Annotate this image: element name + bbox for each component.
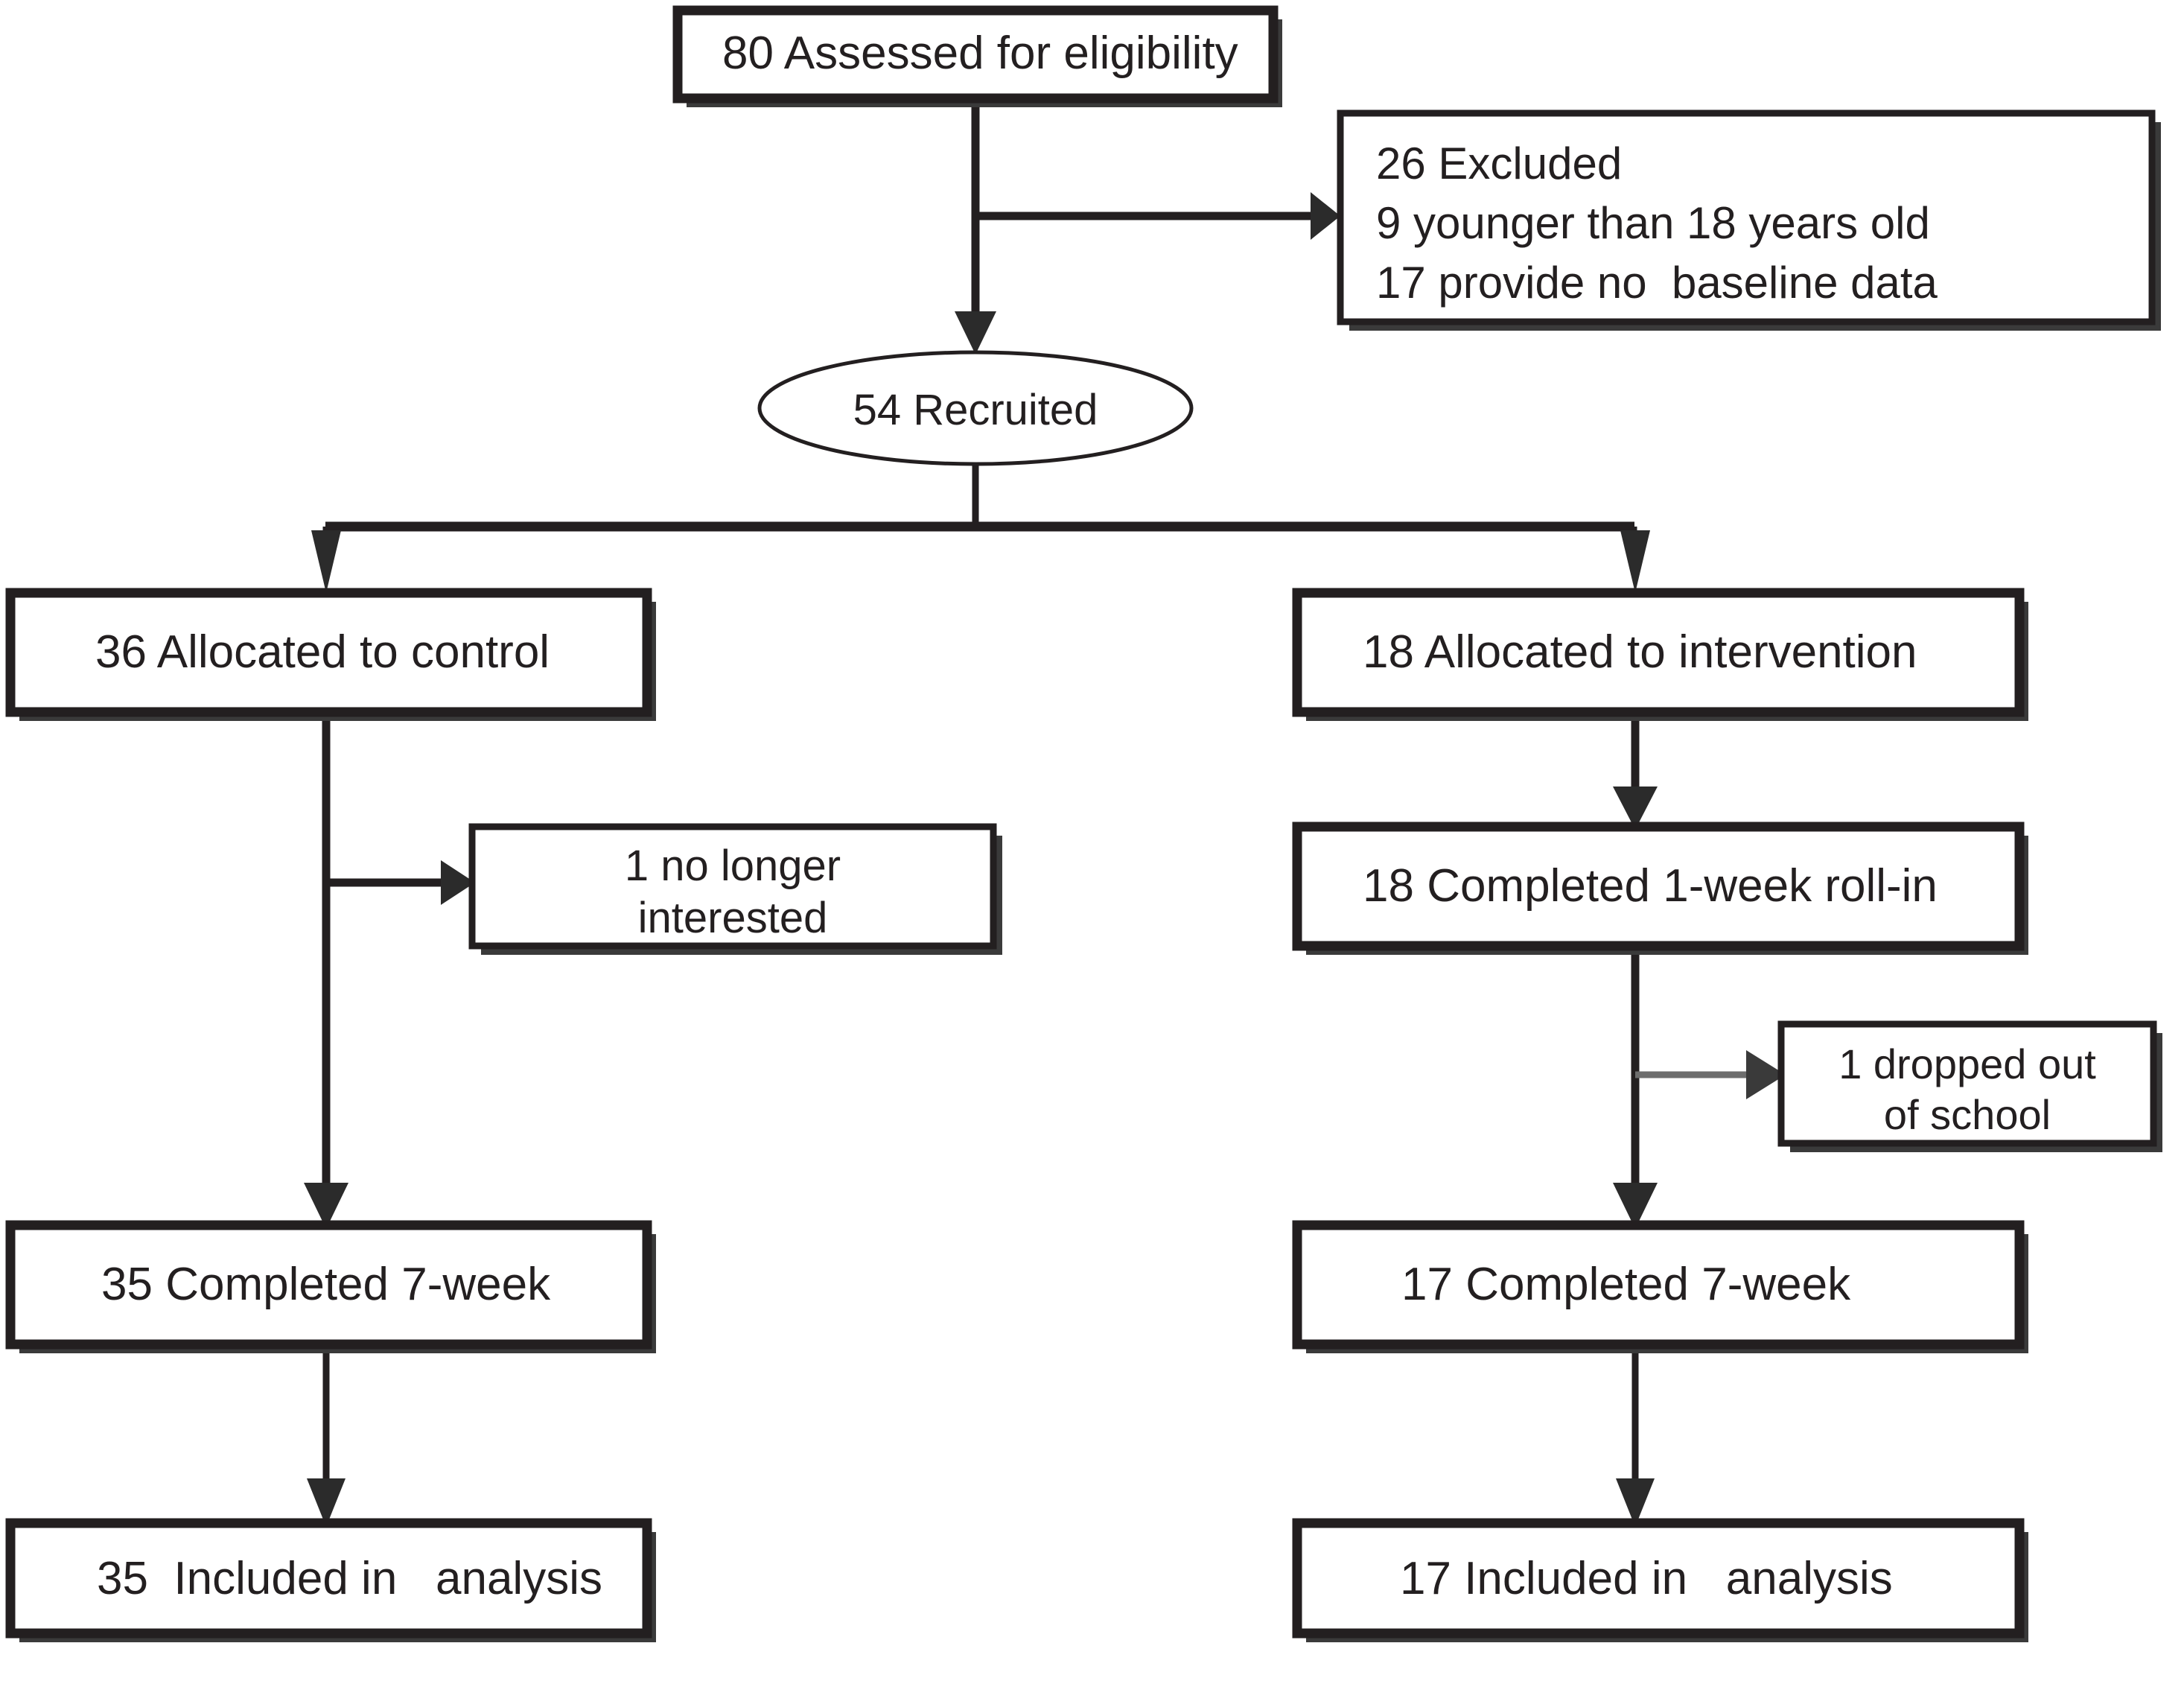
node-assessed-label: 80 Assessed for eligibility [722, 28, 1238, 79]
edge-rollin-to-dropped-out [1635, 1050, 1786, 1099]
node-completed-7week-control[interactable]: 35 Completed 7-week [5, 1220, 656, 1353]
node-no-longer-interested[interactable]: 1 no longer interested [468, 823, 1002, 955]
node-no-longer-interested-line-2: interested [638, 894, 828, 942]
node-included-analysis-control-label: 35 Included in analysis [97, 1553, 602, 1604]
node-completed-7week-intervention[interactable]: 17 Completed 7-week [1292, 1220, 2028, 1353]
node-excluded[interactable]: 26 Excluded 9 younger than 18 years old … [1337, 109, 2161, 331]
node-dropped-out-line-1: 1 dropped out [1838, 1040, 2096, 1087]
edge-assessed-to-recruited [955, 98, 996, 355]
node-completed-7week-control-label: 35 Completed 7-week [101, 1259, 551, 1310]
node-dropped-out-of-school[interactable]: 1 dropped out of school [1777, 1020, 2162, 1152]
edge-control-7week-to-analysis [307, 1344, 346, 1527]
node-included-analysis-intervention[interactable]: 17 Included in analysis [1292, 1518, 2028, 1642]
node-allocated-to-intervention[interactable]: 18 Allocated to intervention [1292, 588, 2028, 721]
node-excluded-line-1: 26 Excluded [1376, 139, 1622, 188]
node-completed-rollin-label: 18 Completed 1-week roll-in [1363, 860, 1938, 912]
edge-assessed-to-excluded [975, 192, 1340, 240]
node-included-analysis-control[interactable]: 35 Included in analysis [5, 1518, 656, 1642]
node-recruited-label: 54 Recruited [853, 386, 1098, 434]
node-allocated-intervention-label: 18 Allocated to intervention [1363, 626, 1917, 678]
node-allocated-control-label: 36 Allocated to control [95, 626, 550, 678]
node-no-longer-interested-line-1: 1 no longer [625, 842, 841, 890]
node-recruited[interactable]: 54 Recruited [757, 350, 1194, 466]
node-assessed-for-eligibility[interactable]: 80 Assessed for eligibility [672, 5, 1282, 107]
node-completed-rollin[interactable]: 18 Completed 1-week roll-in [1292, 822, 2028, 955]
node-excluded-line-3: 17 provide no baseline data [1376, 258, 1938, 308]
node-allocated-to-control[interactable]: 36 Allocated to control [5, 588, 656, 721]
edge-intervention-7week-to-analysis [1616, 1344, 1655, 1527]
node-dropped-out-line-2: of school [1884, 1091, 2051, 1138]
edge-rollin-to-completed-7week [1613, 946, 1658, 1229]
node-completed-7week-intervention-label: 17 Completed 7-week [1401, 1259, 1851, 1310]
edge-control-to-completed-7week [304, 712, 348, 1229]
edge-control-to-no-longer-interested [326, 860, 475, 905]
node-included-analysis-intervention-label: 17 Included in analysis [1400, 1553, 1893, 1604]
edge-intervention-to-rollin [1613, 712, 1658, 830]
node-excluded-line-2: 9 younger than 18 years old [1376, 198, 1930, 248]
edge-recruited-split [311, 464, 1650, 593]
